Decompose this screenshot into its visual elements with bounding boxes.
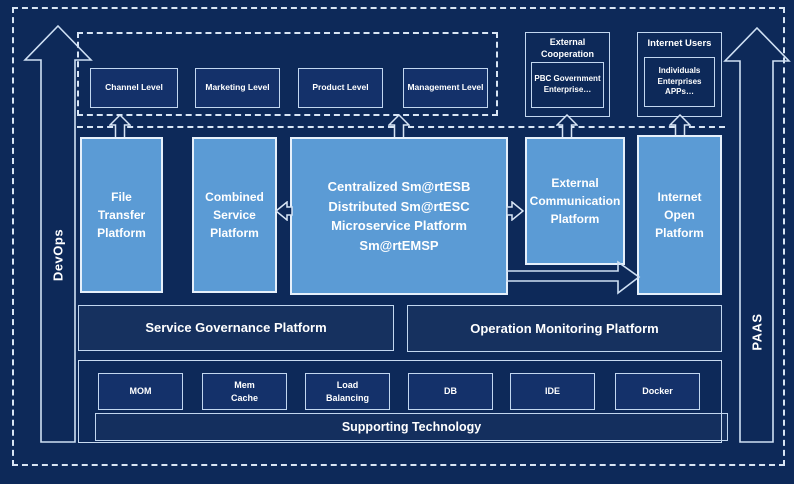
tech-box-docker: Docker (615, 373, 700, 410)
operation-monitoring-platform-box: Operation Monitoring Platform (407, 305, 722, 352)
supporting-technology-bar: Supporting Technology (95, 413, 728, 441)
left-arrow-icon (275, 201, 293, 221)
paas-rail-label: PAAS (749, 313, 765, 351)
tech-box-ide: IDE (510, 373, 595, 410)
external-communication-platform-box: External Communication Platform (525, 137, 625, 265)
outer-dashed-frame (12, 7, 785, 466)
flow-right-arrow-icon (506, 260, 641, 295)
right-arrow-icon (506, 201, 524, 221)
internet-users-members-box: Individuals Enterprises APPs… (644, 57, 715, 107)
level-box-channel: Channel Level (90, 68, 178, 108)
tech-box-mem-cache: Mem Cache (202, 373, 287, 410)
file-transfer-platform-box: File Transfer Platform (80, 137, 163, 293)
service-governance-platform-box: Service Governance Platform (78, 305, 394, 351)
central-esc-line: Distributed Sm@rtESC (328, 198, 470, 214)
levels-dashed-group (77, 32, 498, 116)
tech-box-load-balancing: Load Balancing (305, 373, 390, 410)
devops-up-arrow-icon (23, 24, 93, 443)
central-esb-platform-box: Centralized Sm@rtESB Distributed Sm@rtES… (290, 137, 508, 295)
external-cooperation-title: External Cooperation (541, 37, 594, 60)
tech-box-mom: MOM (98, 373, 183, 410)
devops-rail-label: DevOps (50, 228, 66, 282)
paas-up-arrow-icon (723, 26, 791, 443)
level-box-management: Management Level (403, 68, 488, 108)
supporting-technology-container (78, 360, 722, 443)
internet-users-title: Internet Users (647, 38, 712, 49)
central-emsp-line: Microservice Platform Sm@rtEMSP (331, 218, 467, 253)
level-box-marketing: Marketing Level (195, 68, 280, 108)
combined-service-platform-box: Combined Service Platform (192, 137, 277, 293)
external-cooperation-members-box: PBC Government Enterprise… (531, 62, 604, 108)
internet-open-platform-box: Internet Open Platform (637, 135, 722, 295)
tech-box-db: DB (408, 373, 493, 410)
central-esb-line: Centralized Sm@rtESB (327, 179, 471, 194)
level-box-product: Product Level (298, 68, 383, 108)
